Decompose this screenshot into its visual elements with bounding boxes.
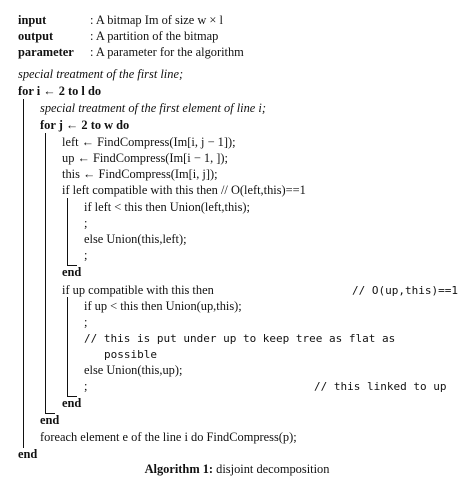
if-left-compatible: if left compatible with this then // O(l… xyxy=(62,183,306,197)
empty-statement: ; xyxy=(84,216,88,230)
empty-statement: ; xyxy=(84,248,88,262)
indent-rule-for-j xyxy=(45,133,46,413)
empty-statement: ; xyxy=(84,379,88,393)
else-union-this-left: else Union(this,left); xyxy=(84,232,187,246)
else-union-this-up: else Union(this,up); xyxy=(84,363,183,377)
indent-rule-if-left xyxy=(67,198,68,266)
input-description: : A bitmap Im of size w × l xyxy=(90,13,223,27)
end-keyword: end xyxy=(40,413,60,427)
comment-linked-to-up: // this linked to up xyxy=(314,380,447,393)
parameter-label: parameter xyxy=(18,45,74,59)
caption-text: disjoint decomposition xyxy=(216,462,330,476)
for-j-loop-header: for j ← 2 to w do xyxy=(40,118,130,132)
output-description: : A partition of the bitmap xyxy=(90,29,219,43)
indent-rule-for-i xyxy=(23,99,24,448)
for-i-loop-header: for i ← 2 to l do xyxy=(18,84,102,98)
comment-first-line: special treatment of the first line; xyxy=(18,67,184,81)
comment-first-element: special treatment of the first element o… xyxy=(40,101,266,115)
caption-label: Algorithm 1: xyxy=(144,462,214,476)
if-left-less-union: if left < this then Union(left,this); xyxy=(84,200,250,214)
end-keyword: end xyxy=(18,447,38,461)
output-label: output xyxy=(18,29,54,43)
end-tick xyxy=(67,396,77,397)
indent-rule-if-up xyxy=(67,297,68,397)
end-keyword: end xyxy=(62,396,82,410)
if-up-compatible: if up compatible with this then xyxy=(62,283,214,297)
assign-up: up ← FindCompress(Im[i − 1, ]); xyxy=(62,151,228,165)
end-tick xyxy=(45,413,55,414)
comment-o-up-this: // O(up,this)==1 xyxy=(352,284,458,297)
input-label: input xyxy=(18,13,47,27)
foreach-findcompress: foreach element e of the line i do FindC… xyxy=(40,430,297,444)
empty-statement: ; xyxy=(84,315,88,329)
comment-flat-tree-continued: possible xyxy=(104,348,157,361)
if-up-less-union: if up < this then Union(up,this); xyxy=(84,299,242,313)
end-keyword: end xyxy=(62,265,82,279)
algorithm-caption: Algorithm 1: disjoint decomposition xyxy=(0,462,474,477)
end-tick xyxy=(67,265,77,266)
comment-flat-tree: // this is put under up to keep tree as … xyxy=(84,332,396,345)
parameter-description: : A parameter for the algorithm xyxy=(90,45,244,59)
assign-this: this ← FindCompress(Im[i, j]); xyxy=(62,167,218,181)
assign-left: left ← FindCompress(Im[i, j − 1]); xyxy=(62,135,236,149)
